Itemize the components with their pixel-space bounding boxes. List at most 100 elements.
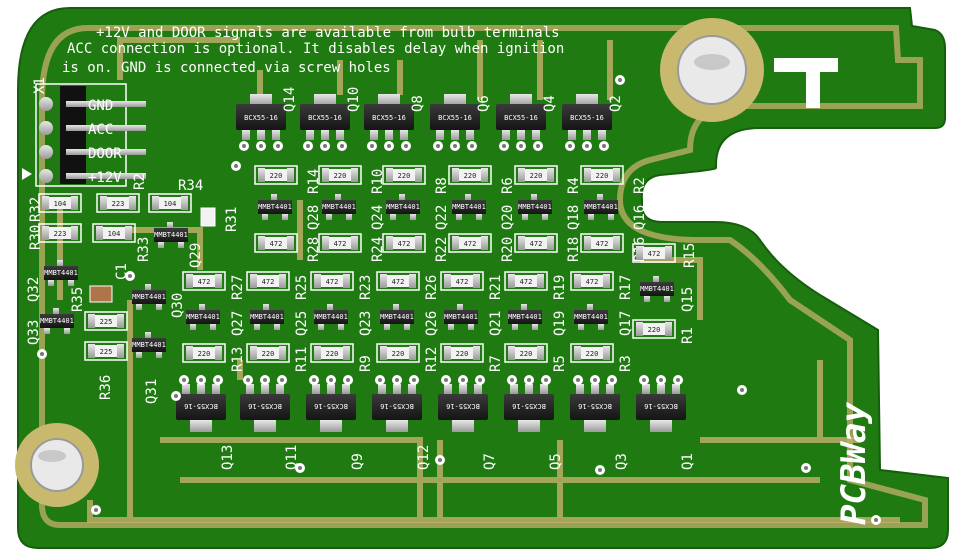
- part-number: MMBT4401: [250, 313, 284, 321]
- transistor-ref: Q29: [188, 243, 204, 268]
- resistor-value: 220: [270, 172, 283, 180]
- pin-pad: [39, 169, 53, 183]
- transistor-q10: BCX55-16: [300, 94, 350, 140]
- part-number: MMBT4401: [40, 317, 74, 325]
- resistor-r3: 220: [570, 343, 614, 363]
- resistor-r8: 220: [382, 165, 426, 185]
- pin-pad: [39, 145, 53, 159]
- resistor-ref: R32: [28, 197, 44, 222]
- transistor-q2: BCX55-16: [562, 94, 612, 140]
- part-number: BCX55-16: [512, 402, 546, 410]
- connector-pin-label: GND: [88, 98, 113, 114]
- transistor-q18: MMBT4401: [518, 194, 552, 220]
- resistor-value: 220: [334, 172, 347, 180]
- pin-pad: [39, 97, 53, 111]
- transistor-q30: MMBT4401: [132, 284, 166, 310]
- resistor-value: 220: [520, 350, 533, 358]
- resistor-ref: R17: [618, 275, 634, 300]
- resistor-ref: R26: [424, 275, 440, 300]
- part-number: MMBT4401: [44, 269, 78, 277]
- resistor-r2-left: 223: [96, 193, 140, 213]
- resistor-r26: 472: [376, 271, 420, 291]
- resistor-value: 220: [648, 326, 661, 334]
- part-number: MMBT4401: [640, 285, 674, 293]
- part-number: BCX55-16: [248, 402, 282, 410]
- resistor-ref: R2: [132, 173, 148, 190]
- resistor-value: 472: [530, 240, 543, 248]
- transistor-q21: MMBT4401: [444, 304, 478, 330]
- part-number: BCX55-16: [380, 402, 414, 410]
- transistor-ref: Q18: [566, 205, 582, 230]
- resistor-r30: 223: [38, 223, 82, 243]
- resistor-ref: R6: [500, 177, 516, 194]
- resistor-r36: 225: [84, 341, 128, 361]
- transistor-ref: Q26: [424, 311, 440, 336]
- transistor-ref: Q27: [230, 311, 246, 336]
- transistor-q33: MMBT4401: [40, 308, 74, 334]
- transistor-ref: Q16: [632, 205, 648, 230]
- part-number: MMBT4401: [386, 203, 420, 211]
- resistor-ref: R31: [224, 207, 240, 232]
- transistor-ref: Q25: [294, 311, 310, 336]
- transistor-ref: Q9: [350, 453, 366, 470]
- logo-text: PCBWay: [834, 402, 874, 525]
- resistor-value: 472: [392, 278, 405, 286]
- resistor-value: 225: [100, 318, 113, 326]
- resistor-r14: 220: [254, 165, 298, 185]
- mounting-hole-bottom-left: [15, 423, 99, 507]
- resistor-ref: R21: [488, 275, 504, 300]
- transistor-q19: MMBT4401: [508, 304, 542, 330]
- resistor-value: 104: [164, 200, 177, 208]
- resistor-value: 220: [456, 350, 469, 358]
- resistor-r21: 472: [440, 271, 484, 291]
- part-number: MMBT4401: [584, 203, 618, 211]
- part-number: MMBT4401: [258, 203, 292, 211]
- resistor-ref: R24: [370, 237, 386, 262]
- part-number: MMBT4401: [518, 203, 552, 211]
- part-number: MMBT4401: [444, 313, 478, 321]
- transistor-ref: Q5: [548, 453, 564, 470]
- resistor-ref: R20: [500, 237, 516, 262]
- transistor-q24: MMBT4401: [322, 194, 356, 220]
- part-number: MMBT4401: [452, 203, 486, 211]
- pin: [66, 149, 146, 155]
- part-number: MMBT4401: [154, 231, 188, 239]
- resistor-r5: 220: [504, 343, 548, 363]
- resistor-value: 472: [586, 278, 599, 286]
- resistor-value: 472: [520, 278, 533, 286]
- transistor-q22: MMBT4401: [386, 194, 420, 220]
- transistor-ref: Q12: [416, 445, 432, 470]
- connector-pin-label: +12V: [88, 170, 122, 186]
- resistor-r34: 104: [148, 193, 192, 213]
- pin: [66, 173, 146, 179]
- part-number: MMBT4401: [322, 203, 356, 211]
- pin-pad: [39, 121, 53, 135]
- transistor-ref: Q13: [220, 445, 236, 470]
- part-number: MMBT4401: [380, 313, 414, 321]
- transistor-ref: Q2: [608, 95, 624, 112]
- transistor-q32: MMBT4401: [44, 260, 78, 286]
- note-line-2: ACC connection is optional. It disables …: [67, 41, 564, 57]
- resistor-value: 472: [398, 240, 411, 248]
- resistor-r4: 220: [514, 165, 558, 185]
- resistor-value: 472: [648, 250, 661, 258]
- resistor-ref: R1: [680, 327, 696, 344]
- resistor-ref: R5: [552, 355, 568, 372]
- resistor-ref: R15: [682, 243, 698, 268]
- resistor-value: 472: [262, 278, 275, 286]
- transistor-q14: BCX55-16: [236, 94, 286, 140]
- part-number: BCX55-16: [446, 402, 480, 410]
- part-number: BCX55-16: [438, 114, 472, 122]
- resistor-r22: 472: [382, 233, 426, 253]
- part-number: BCX55-16: [578, 402, 612, 410]
- mounting-hole-top-right: [660, 18, 764, 122]
- resistor-ref: R22: [434, 237, 450, 262]
- resistor-r27: 472: [182, 271, 226, 291]
- resistor-r6: 220: [448, 165, 492, 185]
- transistor-ref: Q22: [434, 205, 450, 230]
- resistor-r-225a: 225: [84, 311, 128, 331]
- transistor-ref: Q20: [500, 205, 516, 230]
- resistor-value: 220: [262, 350, 275, 358]
- resistor-value: 220: [398, 172, 411, 180]
- resistor-r17: 472: [570, 271, 614, 291]
